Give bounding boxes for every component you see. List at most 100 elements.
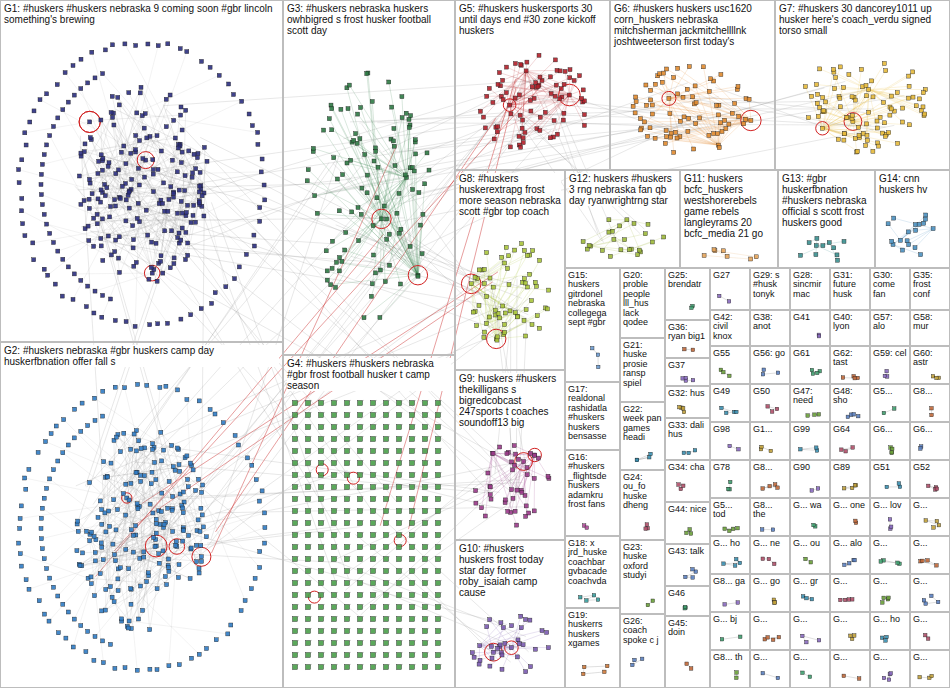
vertex (112, 123, 116, 127)
edge-line (383, 592, 390, 598)
edge-line (29, 546, 156, 589)
self-loop (372, 209, 391, 228)
vertex (240, 99, 244, 103)
edge-line (116, 211, 168, 240)
vertex (39, 172, 43, 176)
edge-line (648, 136, 719, 145)
edge-line (344, 424, 351, 430)
edge-line (510, 105, 541, 117)
edge-line (171, 107, 181, 187)
edge-line (95, 273, 152, 291)
edge-line (361, 108, 418, 276)
vertex (79, 151, 83, 155)
edge-line (822, 128, 878, 146)
edge-line (111, 434, 134, 463)
edge-line (374, 161, 418, 275)
edge-line (580, 595, 594, 597)
edge-line (526, 70, 557, 72)
vertex (113, 319, 117, 323)
vertex (100, 168, 104, 172)
edge-line (102, 170, 139, 185)
group-link (389, 125, 691, 153)
edge-line (103, 480, 256, 560)
edge-line (900, 219, 925, 240)
vertex (325, 278, 329, 282)
edge-line (318, 616, 325, 622)
edge-line (869, 90, 923, 107)
vertex (124, 198, 128, 202)
edge-line (435, 520, 442, 526)
edge-line (535, 455, 548, 476)
edge-line (84, 152, 170, 268)
edge-line (336, 177, 407, 287)
vertex (99, 244, 103, 248)
vertex (179, 238, 183, 242)
edge-line (383, 604, 390, 610)
edge-line (318, 472, 325, 478)
edge-line (81, 89, 157, 282)
vertex (87, 206, 91, 210)
vertex (179, 161, 183, 165)
vertex (372, 159, 376, 163)
group-link (513, 77, 672, 132)
vertex (24, 143, 28, 147)
vertex (334, 285, 338, 289)
edge-line (569, 70, 571, 95)
edge-line (357, 424, 364, 430)
vertex (205, 159, 209, 163)
vertex (152, 190, 156, 194)
edge-line (331, 652, 338, 658)
vertex (495, 130, 499, 134)
edge-line (476, 462, 524, 491)
vertex (517, 93, 521, 97)
edge-line (505, 462, 523, 500)
edge-line (636, 97, 751, 121)
vertex (133, 324, 137, 328)
edge-line (646, 85, 751, 121)
vertex (151, 172, 155, 176)
edge-line (305, 496, 312, 502)
edge-line (118, 97, 164, 182)
edge-line (487, 287, 494, 324)
edge-line (126, 506, 138, 549)
edge-line (344, 556, 351, 562)
vertex (42, 267, 46, 271)
vertex (358, 137, 362, 141)
edge-line (396, 424, 403, 430)
vertex (208, 65, 212, 69)
edge-line (131, 434, 134, 483)
edge-line (318, 484, 325, 490)
edge-line (364, 275, 418, 318)
edge-line (357, 520, 364, 526)
vertex (48, 134, 52, 138)
vertex (79, 202, 83, 206)
vertex (20, 209, 24, 213)
edge-line (409, 400, 416, 406)
edge-line (409, 424, 416, 430)
edge-line (128, 462, 154, 628)
self-loop (844, 113, 862, 131)
edge-line (313, 148, 406, 177)
edge-line (318, 508, 325, 514)
edge-line (169, 154, 194, 199)
edge-line (110, 93, 141, 217)
edge-line (292, 472, 299, 478)
edge-line (396, 556, 403, 562)
edge-line (383, 508, 390, 514)
edge-line (139, 441, 199, 573)
edge-line (510, 71, 560, 105)
vertex (414, 152, 418, 156)
vertex (385, 237, 389, 241)
edge-line (344, 544, 351, 550)
edge-line (344, 460, 351, 466)
vertex (258, 219, 262, 223)
edge-line (669, 98, 719, 147)
vertex (134, 260, 138, 264)
vertex (132, 238, 136, 242)
vertex (61, 257, 65, 261)
vertex (365, 191, 369, 195)
vertex (537, 53, 541, 57)
edge-line (292, 424, 299, 430)
vertex (374, 271, 378, 275)
edge-line (333, 177, 407, 241)
